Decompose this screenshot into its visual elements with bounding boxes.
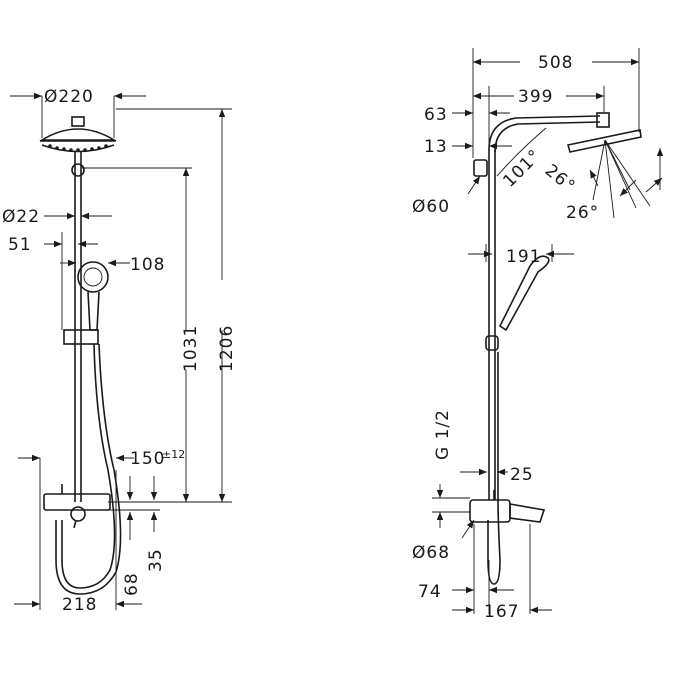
side-overhead-shower (566, 112, 642, 153)
dim-63: 63 (424, 105, 448, 125)
dim-1031: 1031 (181, 325, 201, 372)
side-view: 508 399 63 13 Ø60 101° 26° 26° 191 G 1/2 (412, 48, 664, 622)
side-hand-shower (485, 255, 550, 351)
dim-74: 74 (418, 582, 442, 602)
dim-diameter-22: Ø22 (2, 207, 40, 227)
dim-thread-g12: G 1/2 (433, 409, 453, 460)
mixer-valve (43, 484, 111, 529)
shower-hose (61, 343, 116, 589)
dim-508: 508 (538, 53, 573, 73)
hand-shower (77, 261, 109, 331)
side-riser-pipe (473, 115, 601, 500)
dim-218: 218 (62, 595, 97, 615)
dim-150-tolerance: ±12 (162, 448, 185, 461)
dim-399: 399 (518, 87, 553, 107)
dim-25: 25 (510, 465, 534, 485)
slider-bracket (63, 329, 99, 345)
dim-diameter-60: Ø60 (412, 197, 450, 217)
dim-68-left: 68 (122, 572, 142, 596)
riser-pipe (71, 152, 85, 502)
overhead-shower-head (39, 116, 117, 153)
dim-35: 35 (146, 548, 166, 572)
dim-1206: 1206 (217, 325, 237, 372)
dim-angle-26-lower: 26° (566, 203, 599, 223)
dim-51: 51 (8, 235, 32, 255)
dim-150: 150 (130, 449, 165, 469)
dim-diameter-68: Ø68 (412, 543, 450, 563)
dim-108: 108 (130, 255, 165, 275)
dim-191: 191 (506, 247, 541, 267)
side-mixer-valve (469, 490, 546, 523)
dim-diameter-220: Ø220 (44, 87, 94, 107)
tilt-angle-rays (592, 139, 651, 219)
dim-angle-101: 101° (499, 146, 545, 192)
dim-13: 13 (424, 137, 448, 157)
front-view: Ø220 Ø22 51 108 1031 1206 150 ±12 68 35 (2, 87, 237, 615)
dim-167: 167 (484, 602, 519, 622)
dim-angle-26-upper: 26° (541, 161, 579, 198)
